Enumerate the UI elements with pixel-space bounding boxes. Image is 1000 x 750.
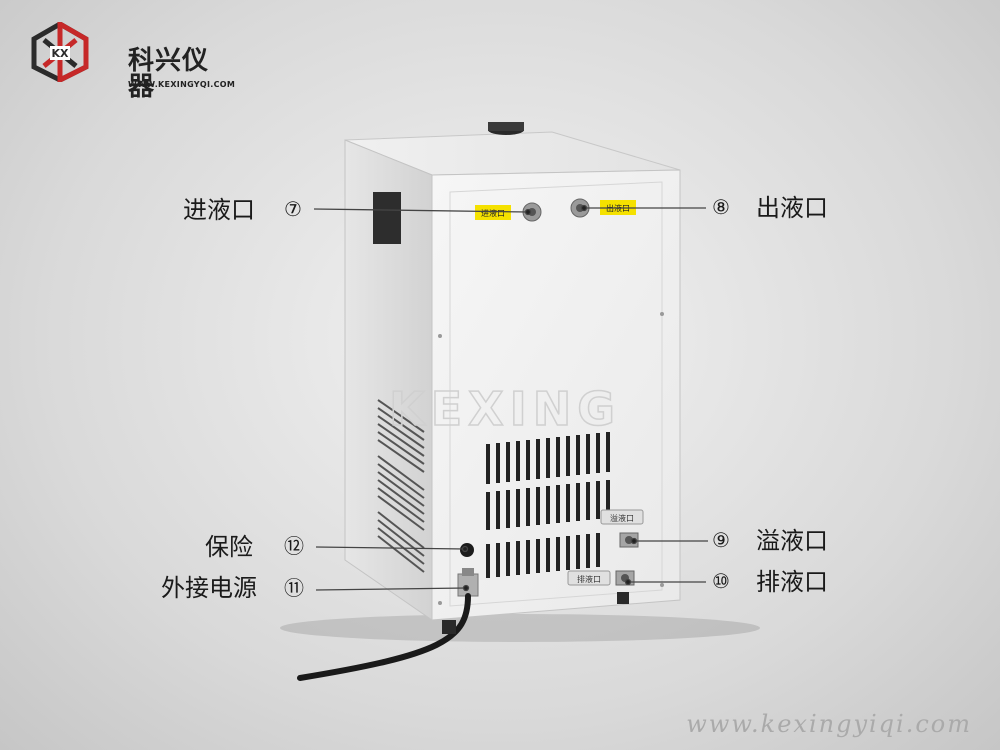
leader-inlet xyxy=(313,208,529,213)
callout-label-inlet: 进液口 xyxy=(183,196,255,224)
foot-right xyxy=(617,592,629,604)
callout-number-fuse: ⑫ xyxy=(284,534,304,558)
inlet-tag-text: 进液口 xyxy=(481,208,505,218)
side-vent xyxy=(377,399,425,573)
power-cable xyxy=(297,593,471,681)
leader-fuse xyxy=(315,546,466,550)
brand-name: 科兴仪器 xyxy=(128,46,210,102)
side-handle xyxy=(373,192,401,244)
site-watermark: www.kexingyiqi.com xyxy=(686,710,972,738)
callout-label-overflow: 溢液口 xyxy=(756,527,828,555)
rear-vent-grille xyxy=(486,432,610,578)
cabinet-rear-panel xyxy=(431,169,681,621)
drain-tag xyxy=(567,570,611,586)
callout-label-power: 外接电源 xyxy=(161,574,257,602)
leader-power xyxy=(315,587,467,591)
callout-number-overflow: ⑨ xyxy=(712,528,730,552)
power-gland-icon xyxy=(457,568,479,597)
overflow-tag-text: 溢液口 xyxy=(610,513,634,523)
drain-tag-text: 排液口 xyxy=(577,574,601,584)
logo-letters: KX xyxy=(51,47,69,60)
callout-label-outlet: 出液口 xyxy=(756,194,828,222)
foot-left xyxy=(442,620,456,634)
panel-watermark: KEXING xyxy=(389,382,621,436)
overflow-tag xyxy=(600,509,644,525)
brand-logo: KX 科兴仪器 WWW.KEXINGYQI.COM xyxy=(30,18,235,100)
kx-logo-icon: KX xyxy=(31,22,89,82)
callout-number-drain: ⑩ xyxy=(712,569,730,593)
callout-number-power: ⑪ xyxy=(284,576,304,600)
callout-number-inlet: ⑦ xyxy=(284,197,302,221)
callout-label-drain: 排液口 xyxy=(756,568,828,596)
brand-url: WWW.KEXINGYQI.COM xyxy=(128,80,236,89)
callout-label-fuse: 保险 xyxy=(205,533,253,561)
inlet-tag xyxy=(475,205,511,220)
callout-number-outlet: ⑧ xyxy=(712,195,730,219)
